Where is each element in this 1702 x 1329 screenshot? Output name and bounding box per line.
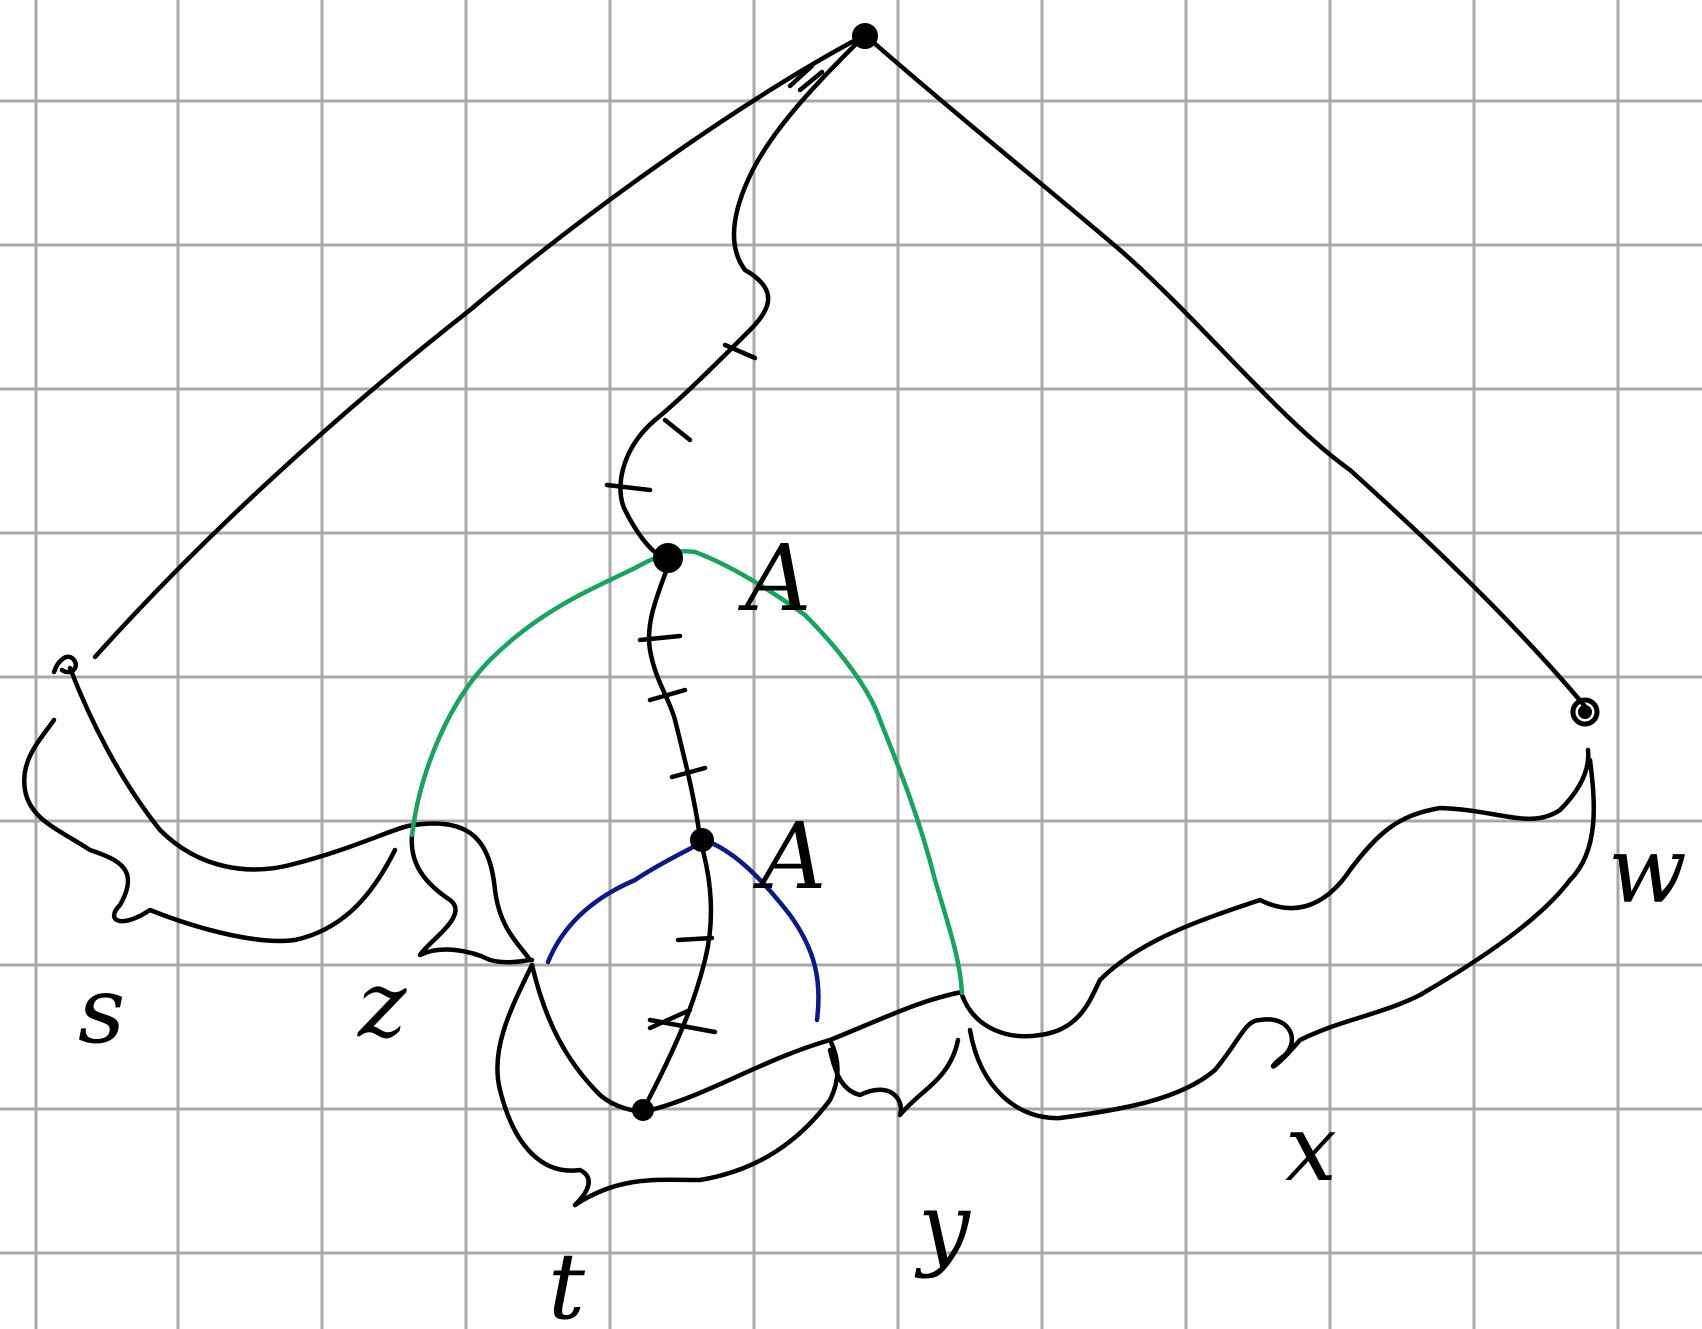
edge-t-loop bbox=[495, 962, 840, 1208]
label-a-upper: A bbox=[737, 525, 811, 632]
tick-marks-upper bbox=[604, 342, 758, 493]
vertex-apex bbox=[852, 23, 878, 49]
edge-lower-a-to-bottom bbox=[639, 837, 714, 1115]
edge-left-loop bbox=[67, 665, 533, 963]
green-arc bbox=[409, 548, 965, 996]
apex-mark bbox=[787, 63, 825, 93]
vertex-upper-a bbox=[653, 543, 683, 573]
edge-apex-to-upper-a bbox=[618, 32, 868, 561]
edge-bottom-to-y bbox=[639, 989, 965, 1115]
edge-left-outer-loop bbox=[21, 717, 398, 944]
label-y: y bbox=[914, 1173, 971, 1280]
edge-z-branch bbox=[409, 832, 535, 965]
tick-marks-lower bbox=[647, 935, 718, 1035]
vertex-bottom bbox=[632, 1099, 654, 1121]
vertex-lower-a bbox=[690, 828, 714, 852]
label-w: w bbox=[1608, 817, 1687, 924]
label-t: t bbox=[548, 1233, 586, 1329]
edge-z-to-bottom bbox=[529, 962, 653, 1115]
edge-apex-to-left bbox=[92, 32, 868, 660]
edge-apex-to-right bbox=[862, 32, 1591, 713]
vertex-right-w bbox=[1570, 697, 1600, 727]
label-x: x bbox=[1285, 1095, 1337, 1202]
edge-y-to-x-lower bbox=[967, 757, 1596, 1121]
edge-y-to-w-upper bbox=[959, 747, 1591, 1039]
vertex-right-w-core bbox=[1578, 705, 1592, 719]
label-z: z bbox=[357, 951, 407, 1058]
tick-marks-middle bbox=[637, 633, 708, 780]
label-a-lower: A bbox=[752, 803, 826, 910]
label-s: s bbox=[78, 957, 125, 1064]
edge-y-branch bbox=[827, 1037, 961, 1118]
edge-upper-a-to-lower-a bbox=[646, 557, 703, 841]
vertex-left-end bbox=[51, 654, 79, 675]
